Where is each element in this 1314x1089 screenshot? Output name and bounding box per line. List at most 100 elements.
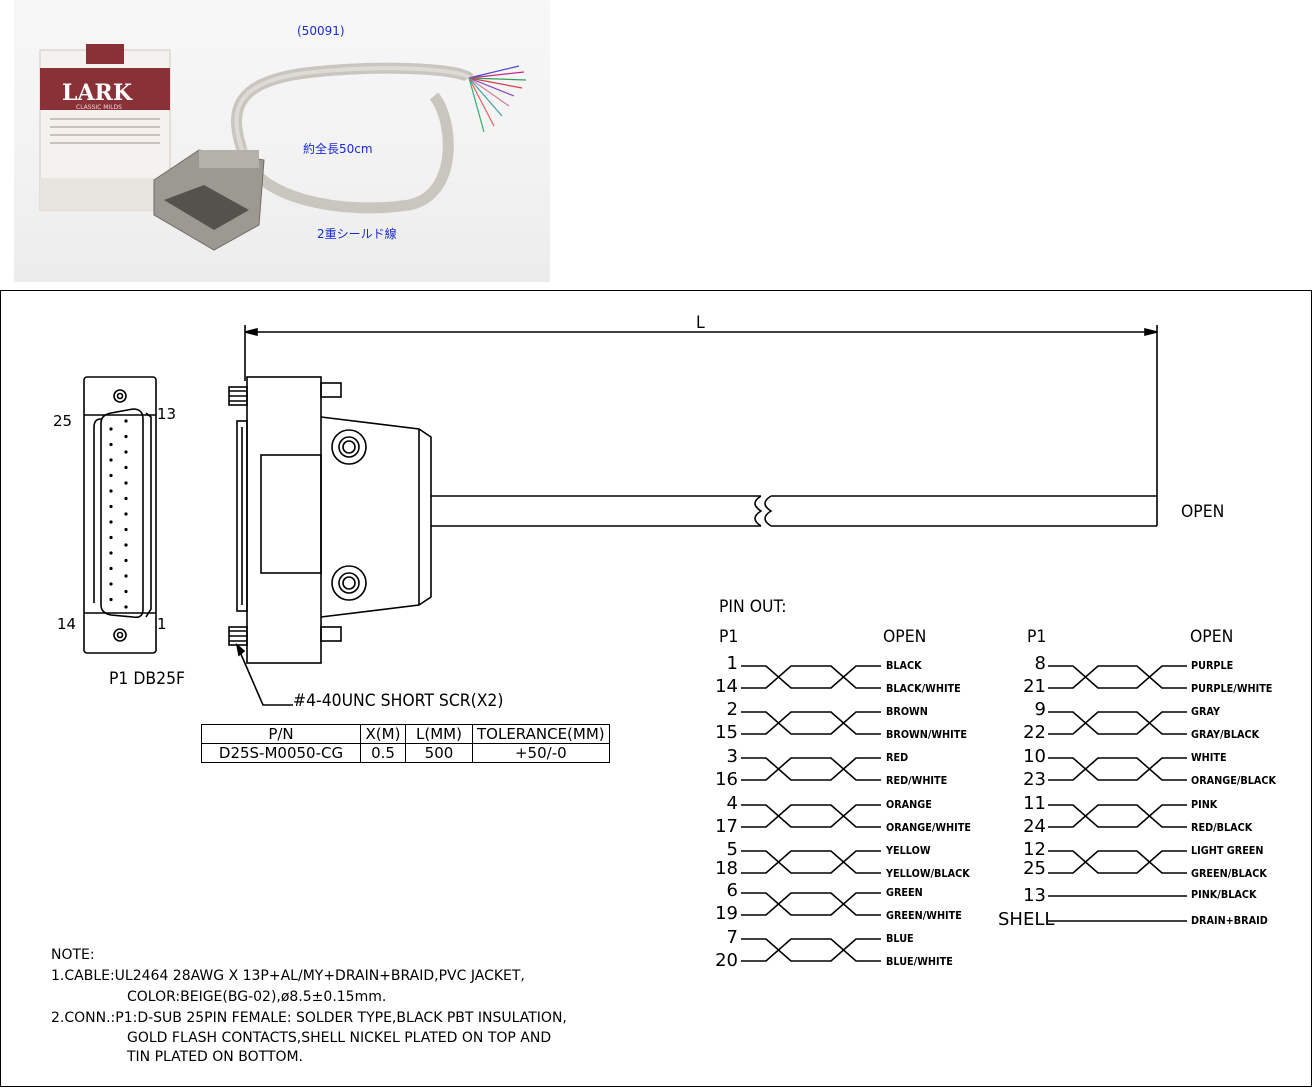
connector-title: P1 DB25F <box>109 669 186 689</box>
twisted-pair-line <box>741 665 881 689</box>
contact-pin <box>124 512 128 516</box>
table-header-cell: X(M) <box>360 724 406 744</box>
open-end-label: OPEN <box>1181 502 1225 522</box>
contact-pin <box>124 589 128 594</box>
pin-25-label: 25 <box>53 412 73 430</box>
contact-pin <box>109 520 113 524</box>
contact-pin <box>124 465 128 470</box>
pin-number: 1 <box>726 653 738 674</box>
pin-number: 21 <box>1023 676 1046 697</box>
db25-connector <box>153 149 265 251</box>
twisted-pair-line <box>741 850 881 874</box>
wire-color: RED <box>886 751 909 764</box>
note-line: GOLD FLASH CONTACTS,SHELL NICKEL PLATED … <box>127 1030 552 1046</box>
contact-pin <box>124 574 128 578</box>
pin-number: 20 <box>715 950 738 971</box>
table-cell-pn: D25S-M0050-CG <box>201 743 361 763</box>
db25f-contacts <box>109 419 128 609</box>
cable-jacket <box>231 62 474 214</box>
pin-number: 24 <box>1023 816 1046 837</box>
pin-number: 4 <box>726 793 738 814</box>
pin-number: 5 <box>726 839 738 860</box>
pinout-twisted-pairs <box>741 665 1187 962</box>
wire-color: GREEN/BLACK <box>1191 867 1267 880</box>
pin-14-label: 14 <box>57 615 77 633</box>
wire-color: RED/WHITE <box>886 774 948 787</box>
wire-color: BLACK/WHITE <box>886 682 961 695</box>
contact-pin <box>124 434 128 439</box>
contact-pin <box>109 566 113 571</box>
twisted-pair-line <box>1048 665 1187 689</box>
part-code-label: (50091) <box>297 24 345 38</box>
pin-number: 6 <box>726 880 738 901</box>
wire-color: ORANGE/BLACK <box>1191 774 1277 787</box>
drawing-sheet: L OPEN P1 DB25F 25 13 14 1 #4-40UNC SHOR… <box>0 290 1312 1087</box>
wire-color: BLACK <box>886 659 922 672</box>
wire-color: ORANGE/WHITE <box>886 821 971 834</box>
cable-photo-illustration <box>39 44 527 251</box>
box-subtitle: CLASSIC MILDS <box>76 104 122 111</box>
shell-label: SHELL <box>998 909 1055 930</box>
twisted-pair-line <box>1048 757 1187 781</box>
pin-number: 19 <box>715 903 738 924</box>
left-p1-header: P1 <box>719 627 739 647</box>
table-header-cell: L(MM) <box>405 724 473 744</box>
wire-color: BLUE/WHITE <box>886 955 953 968</box>
right-open-header: OPEN <box>1190 627 1234 647</box>
contact-pin <box>109 473 113 478</box>
pin-number: 16 <box>715 769 738 790</box>
contact-pin <box>124 481 128 485</box>
pin-number: 11 <box>1023 793 1046 814</box>
pin-number: 22 <box>1023 722 1046 743</box>
wire-color: BLUE <box>886 932 914 945</box>
twisted-pair-line <box>741 711 881 735</box>
note-line: TIN PLATED ON BOTTOM. <box>127 1049 304 1065</box>
length-note: 約全長50cm <box>303 142 373 156</box>
contact-pin <box>109 551 113 555</box>
shield-note: 2重シールド線 <box>317 227 397 241</box>
part-number-table: P/N X(M) L(MM) TOLERANCE(MM) D25S-M0050-… <box>201 724 610 763</box>
note-line: COLOR:BEIGE(BG-02),ø8.5±0.15mm. <box>127 989 387 1005</box>
cable-with-break <box>431 495 1158 527</box>
wire-color: WHITE <box>1191 751 1227 764</box>
wire-color: BROWN/WHITE <box>886 728 967 741</box>
pin-number: 18 <box>715 858 738 879</box>
contact-pin <box>124 450 128 454</box>
wire-color: ORANGE <box>886 798 932 811</box>
pin-number: 14 <box>715 676 738 697</box>
pin-number: 17 <box>715 816 738 837</box>
wire-color: YELLOW <box>886 844 931 857</box>
contact-pin <box>109 504 113 509</box>
note-line: 1.CABLE:UL2464 28AWG X 13P+AL/MY+DRAIN+B… <box>51 968 525 984</box>
twisted-pair-line <box>1048 711 1187 735</box>
wire-color: GRAY/BLACK <box>1191 728 1260 741</box>
pin-number: 2 <box>726 699 738 720</box>
screw-note: #4-40UNC SHORT SCR(X2) <box>293 691 504 711</box>
pin-1-label: 1 <box>157 615 167 633</box>
contact-pin <box>124 419 128 423</box>
wire-color: LIGHT GREEN <box>1191 844 1264 857</box>
twisted-pair-line <box>741 804 881 828</box>
wire-color: GRAY <box>1191 705 1220 718</box>
contact-pin <box>124 605 128 609</box>
pin-number: 9 <box>1034 699 1046 720</box>
pin-number: 3 <box>726 746 738 767</box>
wire-color: DRAIN+BRAID <box>1191 914 1268 927</box>
length-label: L <box>696 313 705 333</box>
contact-pin <box>109 442 113 447</box>
contact-pin <box>124 558 128 563</box>
left-open-header: OPEN <box>883 627 927 647</box>
pin-number: 15 <box>715 722 738 743</box>
pin-13-label: 13 <box>157 405 177 423</box>
length-dimension <box>244 325 1158 496</box>
wire-color: PURPLE <box>1191 659 1234 672</box>
contact-pin <box>109 458 113 462</box>
table-header-cell: P/N <box>201 724 361 744</box>
wire-fan <box>468 65 527 133</box>
twisted-pair-line <box>741 757 881 781</box>
contact-pin <box>109 535 113 540</box>
wire-color: PINK/BLACK <box>1191 888 1257 901</box>
pin-number: 23 <box>1023 769 1046 790</box>
pinout-title: PIN OUT: <box>719 597 787 617</box>
table-row: D25S-M0050-CG 0.5 500 +50/-0 <box>201 743 610 763</box>
